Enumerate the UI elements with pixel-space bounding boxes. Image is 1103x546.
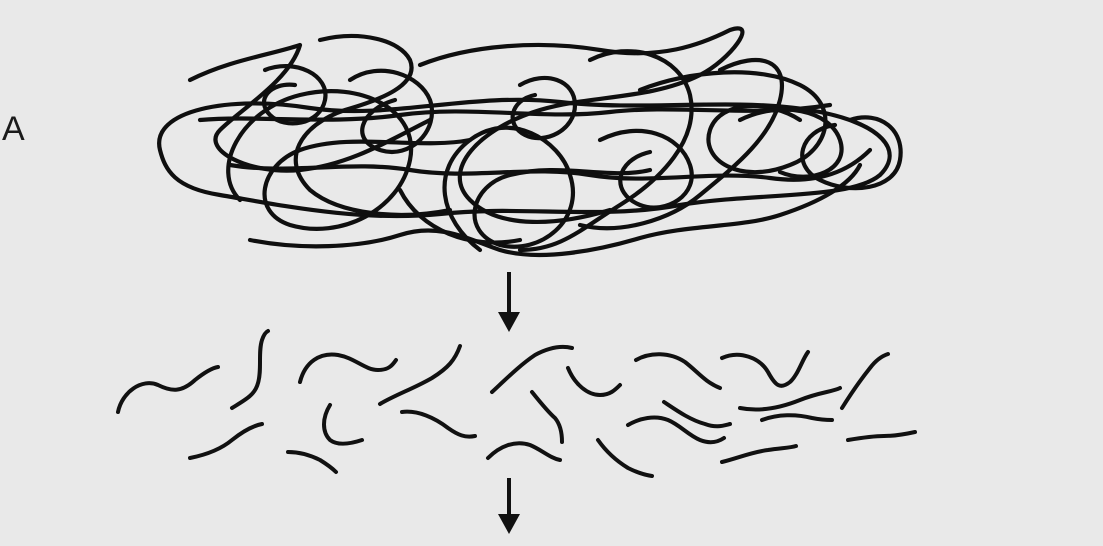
fragment <box>118 367 218 412</box>
fragment <box>488 443 560 460</box>
fragment <box>636 354 720 388</box>
fragment <box>190 424 262 458</box>
fragment <box>492 347 572 392</box>
fragment <box>848 432 915 440</box>
arrow-down-icon <box>498 272 520 332</box>
fragment <box>232 331 268 408</box>
fragment <box>628 418 724 443</box>
fragments <box>118 331 915 476</box>
fragment <box>324 405 362 444</box>
fragment <box>380 346 460 404</box>
fragment <box>762 415 832 420</box>
fragment <box>288 452 336 472</box>
fragment <box>402 412 475 437</box>
tangled-mass <box>159 28 900 255</box>
arrow-down-icon <box>498 478 520 534</box>
fragment <box>300 354 396 382</box>
fragment <box>532 392 562 442</box>
fragment <box>568 368 620 395</box>
fragment <box>842 354 888 408</box>
fragment <box>598 440 652 476</box>
fragment <box>722 446 796 462</box>
fragment <box>740 388 840 410</box>
fragment <box>722 352 808 386</box>
